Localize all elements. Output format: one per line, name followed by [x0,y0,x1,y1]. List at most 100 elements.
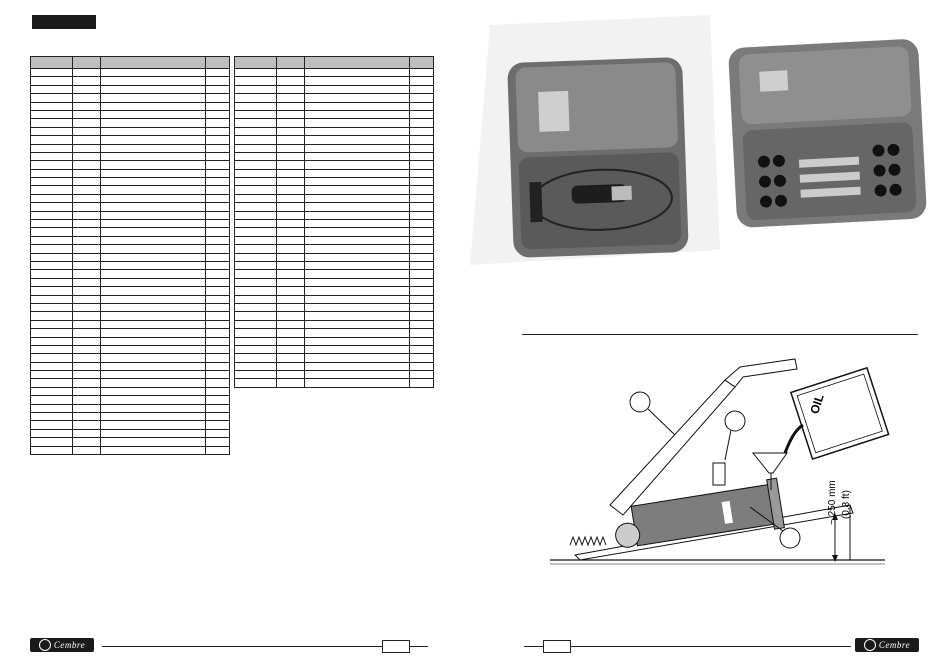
table-row [234,93,434,103]
table-header [30,56,230,69]
table-row [30,269,230,279]
table-row [234,118,434,128]
table-row [30,353,230,363]
table-row [30,101,230,111]
table-row [30,252,230,263]
page-number-left [382,640,410,653]
table-row [30,177,230,187]
parts-table-left [30,56,230,455]
table-row [234,135,434,145]
parts-table-right [234,56,434,388]
table-row [30,160,230,170]
table-row [30,437,230,447]
table-row [234,202,434,212]
table-row [30,302,230,313]
table-row [234,260,434,271]
table-row [30,210,230,221]
table-row [30,344,230,355]
table-row [234,361,434,372]
dimension-ft: (0.8 ft) [841,490,852,519]
table-row [30,202,230,212]
table-row [30,151,230,162]
table-row [30,311,230,321]
table-row [234,151,434,162]
table-row [30,76,230,86]
table-row [30,328,230,338]
table-row [234,336,434,346]
table-row [30,260,230,271]
section-rule [522,334,918,335]
table-row [30,235,230,246]
table-row [30,411,230,422]
table-row [234,235,434,246]
table-row [234,328,434,338]
table-row [234,84,434,95]
table-row [234,244,434,254]
table-row [30,420,230,430]
table-row [234,277,434,288]
table-row [234,227,434,237]
table-row [30,370,230,380]
table-row [30,378,230,388]
table-row [234,210,434,221]
footer-rule-right-head [524,646,544,647]
table-row [234,378,434,388]
table-row [234,193,434,204]
table-row [234,177,434,187]
table-row [234,319,434,330]
table-row [30,244,230,254]
table-row [30,336,230,346]
table-row [30,67,230,78]
table-row [234,76,434,86]
section-tab [32,15,96,29]
table-row [234,302,434,313]
table-row [30,386,230,397]
table-row [234,109,434,120]
table-row [234,344,434,355]
dimension-mm: ~ 250 mm [827,480,838,525]
table-row [30,193,230,204]
table-row [234,252,434,263]
table-row [30,118,230,128]
table-row [234,269,434,279]
table-row [234,67,434,78]
table-row [234,311,434,321]
table-row [30,143,230,153]
table-row [30,185,230,195]
table-row [30,294,230,304]
cembre-logo-right: Cembre [855,638,919,652]
table-row [234,185,434,195]
footer-rule-right [571,646,851,647]
oil-fill-diagram: OIL ~ 250 mm (0.8 ft) [545,355,895,570]
cembre-logo-left: Cembre [30,638,94,652]
table-row [30,227,230,237]
table-row [30,445,230,455]
table-row [30,93,230,103]
table-row [30,286,230,296]
table-header [234,56,434,69]
table-row [30,84,230,95]
table-row [30,319,230,330]
table-row [234,294,434,304]
table-row [234,101,434,111]
table-row [30,395,230,405]
table-row [30,361,230,372]
table-row [234,143,434,153]
table-row [30,135,230,145]
case-photo-pump [470,15,720,277]
footer-rule-left-tail [410,646,428,647]
table-row [234,168,434,179]
table-row [234,160,434,170]
table-row [30,428,230,439]
table-row [30,219,230,229]
case-photo-dies [722,18,940,228]
table-row [30,277,230,288]
table-row [234,370,434,380]
table-row [30,168,230,179]
table-row [30,109,230,120]
footer-rule-left [102,646,382,647]
page-number-right [543,640,571,653]
table-row [234,353,434,363]
table-row [234,219,434,229]
table-row [234,286,434,296]
